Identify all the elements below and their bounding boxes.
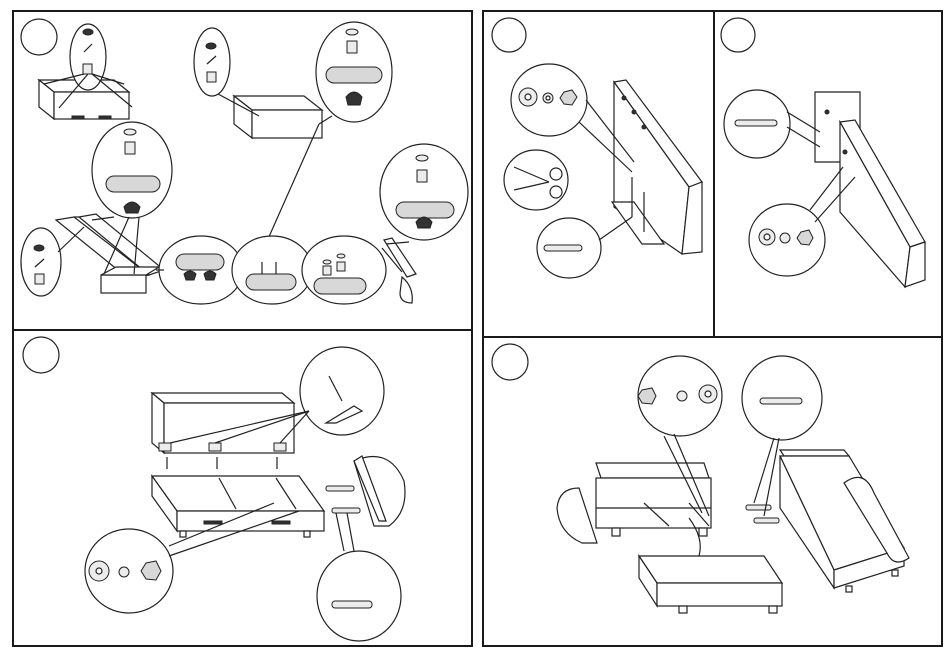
scissors-icon bbox=[504, 150, 568, 210]
bolt-detail-bubble-2 bbox=[317, 551, 401, 641]
screw-detail-bubble-3 bbox=[21, 228, 61, 296]
screw-detail-bubble-2 bbox=[194, 28, 230, 96]
step-panel-5 bbox=[482, 336, 943, 647]
step-number-circle-5 bbox=[492, 344, 528, 380]
step-number-circle-1 bbox=[21, 19, 57, 55]
side-panel-bolt-illustration bbox=[715, 12, 945, 340]
sofa-seat-unit bbox=[557, 463, 711, 543]
bolt-detail-bubble bbox=[537, 218, 601, 278]
bolt-detail-bubble-3 bbox=[742, 356, 822, 440]
step-panel-4 bbox=[12, 329, 473, 647]
step-number-circle-3 bbox=[721, 18, 755, 52]
long-frame-left bbox=[56, 214, 164, 293]
seat-frame-illustration bbox=[14, 331, 475, 649]
cam-lock-detail-1 bbox=[159, 236, 243, 304]
washer-nut-bubble-2 bbox=[749, 204, 825, 276]
connector-bolts bbox=[326, 486, 360, 513]
ottoman-block bbox=[639, 556, 782, 613]
final-assembly-illustration bbox=[484, 338, 945, 649]
frame-assembly-illustration bbox=[14, 12, 475, 333]
bolt-detail-bubble-top bbox=[724, 90, 790, 158]
screw-bracket-bubble bbox=[300, 347, 384, 435]
seat-base-frame bbox=[152, 476, 324, 537]
step-panel-2 bbox=[482, 10, 715, 338]
step-panel-3 bbox=[713, 10, 943, 338]
screw-detail-bubble bbox=[70, 24, 106, 90]
step-number-circle-4 bbox=[23, 337, 59, 373]
step-panel-1 bbox=[12, 10, 473, 331]
connector-bolts-2 bbox=[746, 505, 779, 523]
cam-lock-bubble-mid bbox=[92, 122, 172, 218]
step-number-circle-2 bbox=[492, 18, 526, 52]
washer-nut-bubble-3 bbox=[85, 529, 173, 613]
cam-lock-bubble-top bbox=[316, 22, 392, 122]
chaise-lounge-unit bbox=[780, 450, 909, 592]
side-panel-board bbox=[815, 92, 925, 287]
cam-lock-detail-2 bbox=[232, 236, 312, 304]
back-panel-bolt-illustration bbox=[484, 12, 717, 340]
washer-nut-bubble bbox=[511, 64, 587, 136]
panel-box-top bbox=[234, 96, 322, 138]
cam-lock-bubble-right bbox=[380, 144, 468, 240]
armrest-cushion bbox=[354, 456, 405, 526]
cam-lock-detail-3 bbox=[302, 236, 386, 304]
washer-nut-bubble-4 bbox=[638, 356, 722, 436]
